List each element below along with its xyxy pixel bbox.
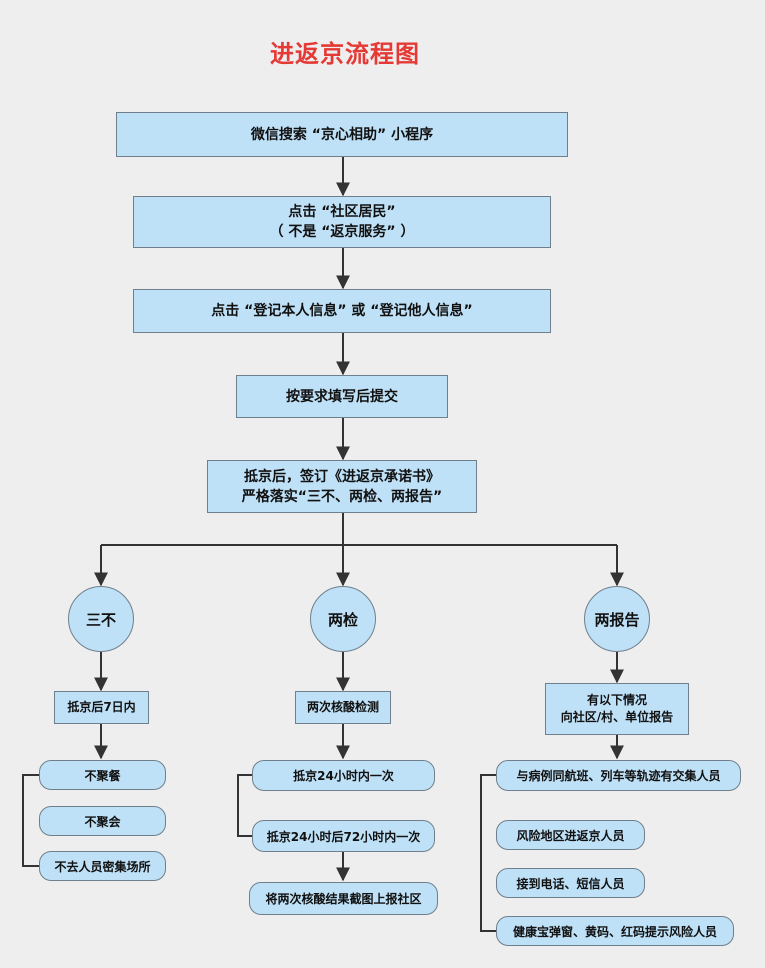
header-line: 有以下情况 xyxy=(586,693,647,707)
liangbaogao-item: 接到电话、短信人员 xyxy=(496,868,645,898)
step-line: 点击 “社区居民” xyxy=(288,204,396,220)
header-line: 两次核酸检测 xyxy=(306,700,379,714)
liangbaogao-bracket xyxy=(480,774,496,932)
step-search-miniprogram: 微信搜索 “京心相助” 小程序 xyxy=(116,112,568,157)
branch-liangbaogao: 两报告 xyxy=(584,586,650,652)
step-register-info: 点击 “登记本人信息” 或 “登记他人信息” xyxy=(133,289,551,333)
liangbaogao-item: 健康宝弹窗、黄码、红码提示风险人员 xyxy=(496,916,734,946)
liangbaogao-item: 风险地区进返京人员 xyxy=(496,820,645,850)
step-line: 严格落实“三不、两检、两报告” xyxy=(241,488,443,505)
liangbaogao-header: 有以下情况 向社区/村、单位报告 xyxy=(545,683,689,735)
branch-sanbu: 三不 xyxy=(68,586,134,652)
page-title: 进返京流程图 xyxy=(270,40,420,68)
liangjian-item: 抵京24小时内一次 xyxy=(252,760,435,791)
branch-liangjian: 两检 xyxy=(310,586,376,652)
step-line: 抵京后，签订《进返京承诺书》 xyxy=(244,468,440,485)
sanbu-item: 不去人员密集场所 xyxy=(39,851,166,881)
step-sign-pledge: 抵京后，签订《进返京承诺书》 严格落实“三不、两检、两报告” xyxy=(207,460,477,513)
liangjian-item: 抵京24小时后72小时内一次 xyxy=(252,820,435,852)
header-line: 抵京后7日内 xyxy=(67,700,136,714)
liangjian-header: 两次核酸检测 xyxy=(295,691,391,724)
liangjian-bracket xyxy=(237,774,252,837)
sanbu-bracket xyxy=(22,774,39,867)
step-line: 按要求填写后提交 xyxy=(286,388,398,405)
liangbaogao-item: 与病例同航班、列车等轨迹有交集人员 xyxy=(496,760,741,791)
header-line: 向社区/村、单位报告 xyxy=(560,710,674,724)
step-submit: 按要求填写后提交 xyxy=(236,375,448,418)
liangjian-item: 将两次核酸结果截图上报社区 xyxy=(249,882,438,915)
step-line: （ 不是 “返京服务” ） xyxy=(269,224,415,240)
step-line: 微信搜索 “京心相助” 小程序 xyxy=(250,126,434,143)
step-line: 点击 “登记本人信息” 或 “登记他人信息” xyxy=(211,303,473,319)
sanbu-item: 不聚会 xyxy=(39,806,166,836)
sanbu-header: 抵京后7日内 xyxy=(54,691,149,724)
sanbu-item: 不聚餐 xyxy=(39,760,166,790)
step-click-resident: 点击 “社区居民” （ 不是 “返京服务” ） xyxy=(133,196,551,248)
